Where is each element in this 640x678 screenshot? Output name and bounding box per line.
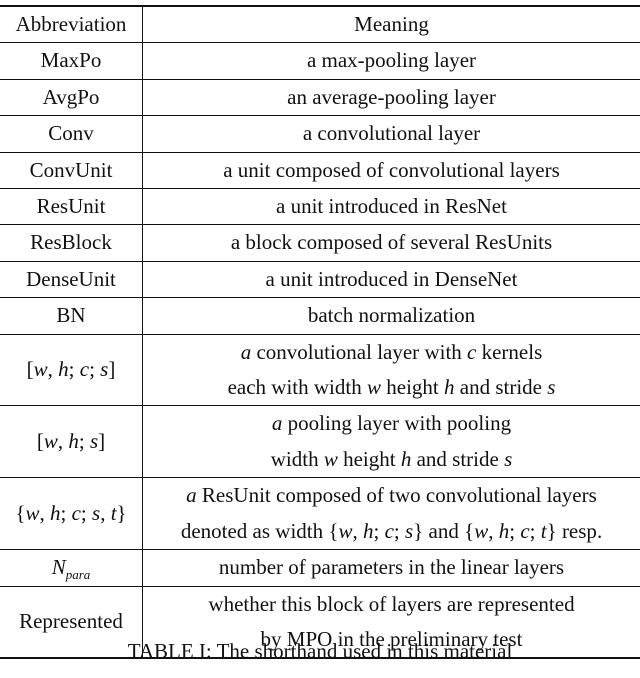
abbr-cell: ResBlock	[0, 224, 143, 262]
table-row: Conv a convolutional layer	[0, 115, 640, 153]
abbreviation-table-container: Abbreviation Meaning MaxPo a max-pooling…	[0, 5, 640, 660]
meaning-line: a convolutional layer with c kernels	[240, 339, 543, 364]
meaning-cell: whether this block of layers are represe…	[142, 585, 640, 659]
abbr-cell: DenseUnit	[0, 260, 143, 298]
abbr-cell: AvgPo	[0, 78, 143, 116]
meaning-cell: a unit composed of convolutional layers	[142, 151, 640, 189]
meaning-line: a ResUnit composed of two convolutional …	[186, 483, 597, 508]
abbr-cell: Represented	[0, 585, 143, 659]
meaning-line: a pooling layer with pooling	[271, 411, 512, 436]
abbr-cell: MaxPo	[0, 42, 143, 80]
abbr-cell: ResUnit	[0, 188, 143, 225]
meaning-cell: a unit introduced in ResNet	[142, 188, 640, 225]
table-row: Represented whether this block of layers…	[0, 585, 640, 659]
abbr-cell: {w, h; c; s, t}	[0, 477, 143, 550]
table-row: ResUnit a unit introduced in ResNet	[0, 188, 640, 225]
table-caption: TABLE I: The shorthand used in this mate…	[127, 639, 513, 663]
meaning-cell: a ResUnit composed of two convolutional …	[142, 477, 640, 550]
meaning-cell: an average-pooling layer	[142, 78, 640, 116]
meaning-cell: a max-pooling layer	[142, 42, 640, 80]
meaning-cell: a pooling layer with pooling width w hei…	[142, 405, 640, 478]
meaning-cell: a convolutional layer with c kernels eac…	[142, 333, 640, 406]
table-row: DenseUnit a unit introduced in DenseNet	[0, 260, 640, 298]
abbr-cell: [w, h; c; s]	[0, 333, 143, 406]
abbr-cell: ConvUnit	[0, 151, 143, 189]
table-row: {w, h; c; s, t} a ResUnit composed of tw…	[0, 477, 640, 550]
meaning-cell: batch normalization	[142, 297, 640, 335]
table-row: [w, h; s] a pooling layer with pooling w…	[0, 405, 640, 478]
table-row: ConvUnit a unit composed of convolutiona…	[0, 151, 640, 189]
table-row: Npara number of parameters in the linear…	[0, 549, 640, 586]
header-abbreviation: Abbreviation	[0, 6, 143, 44]
meaning-line: width w height h and stride s	[270, 446, 513, 471]
meaning-cell: a convolutional layer	[142, 115, 640, 153]
abbr-cell: Conv	[0, 115, 143, 153]
meaning-line: each with width w height h and stride s	[227, 375, 556, 400]
table-row: MaxPo a max-pooling layer	[0, 42, 640, 80]
meaning-line: whether this block of layers are represe…	[208, 591, 575, 616]
table-row: AvgPo an average-pooling layer	[0, 78, 640, 116]
table-row: ResBlock a block composed of several Res…	[0, 224, 640, 262]
meaning-line: by MPO in the preliminary test	[260, 626, 523, 651]
table-header-row: Abbreviation Meaning	[0, 6, 640, 44]
table-row: [w, h; c; s] a convolutional layer with …	[0, 333, 640, 406]
meaning-cell: number of parameters in the linear layer…	[142, 549, 640, 586]
meaning-cell: a block composed of several ResUnits	[142, 224, 640, 262]
abbreviation-table: Abbreviation Meaning MaxPo a max-pooling…	[0, 5, 640, 660]
abbr-cell: Npara	[0, 549, 143, 586]
abbr-cell: [w, h; s]	[0, 405, 143, 478]
abbr-cell: BN	[0, 297, 143, 335]
meaning-cell: a unit introduced in DenseNet	[142, 260, 640, 298]
meaning-line: denoted as width {w, h; c; s} and {w, h;…	[180, 518, 603, 543]
header-meaning: Meaning	[142, 6, 640, 44]
table-row: BN batch normalization	[0, 297, 640, 335]
